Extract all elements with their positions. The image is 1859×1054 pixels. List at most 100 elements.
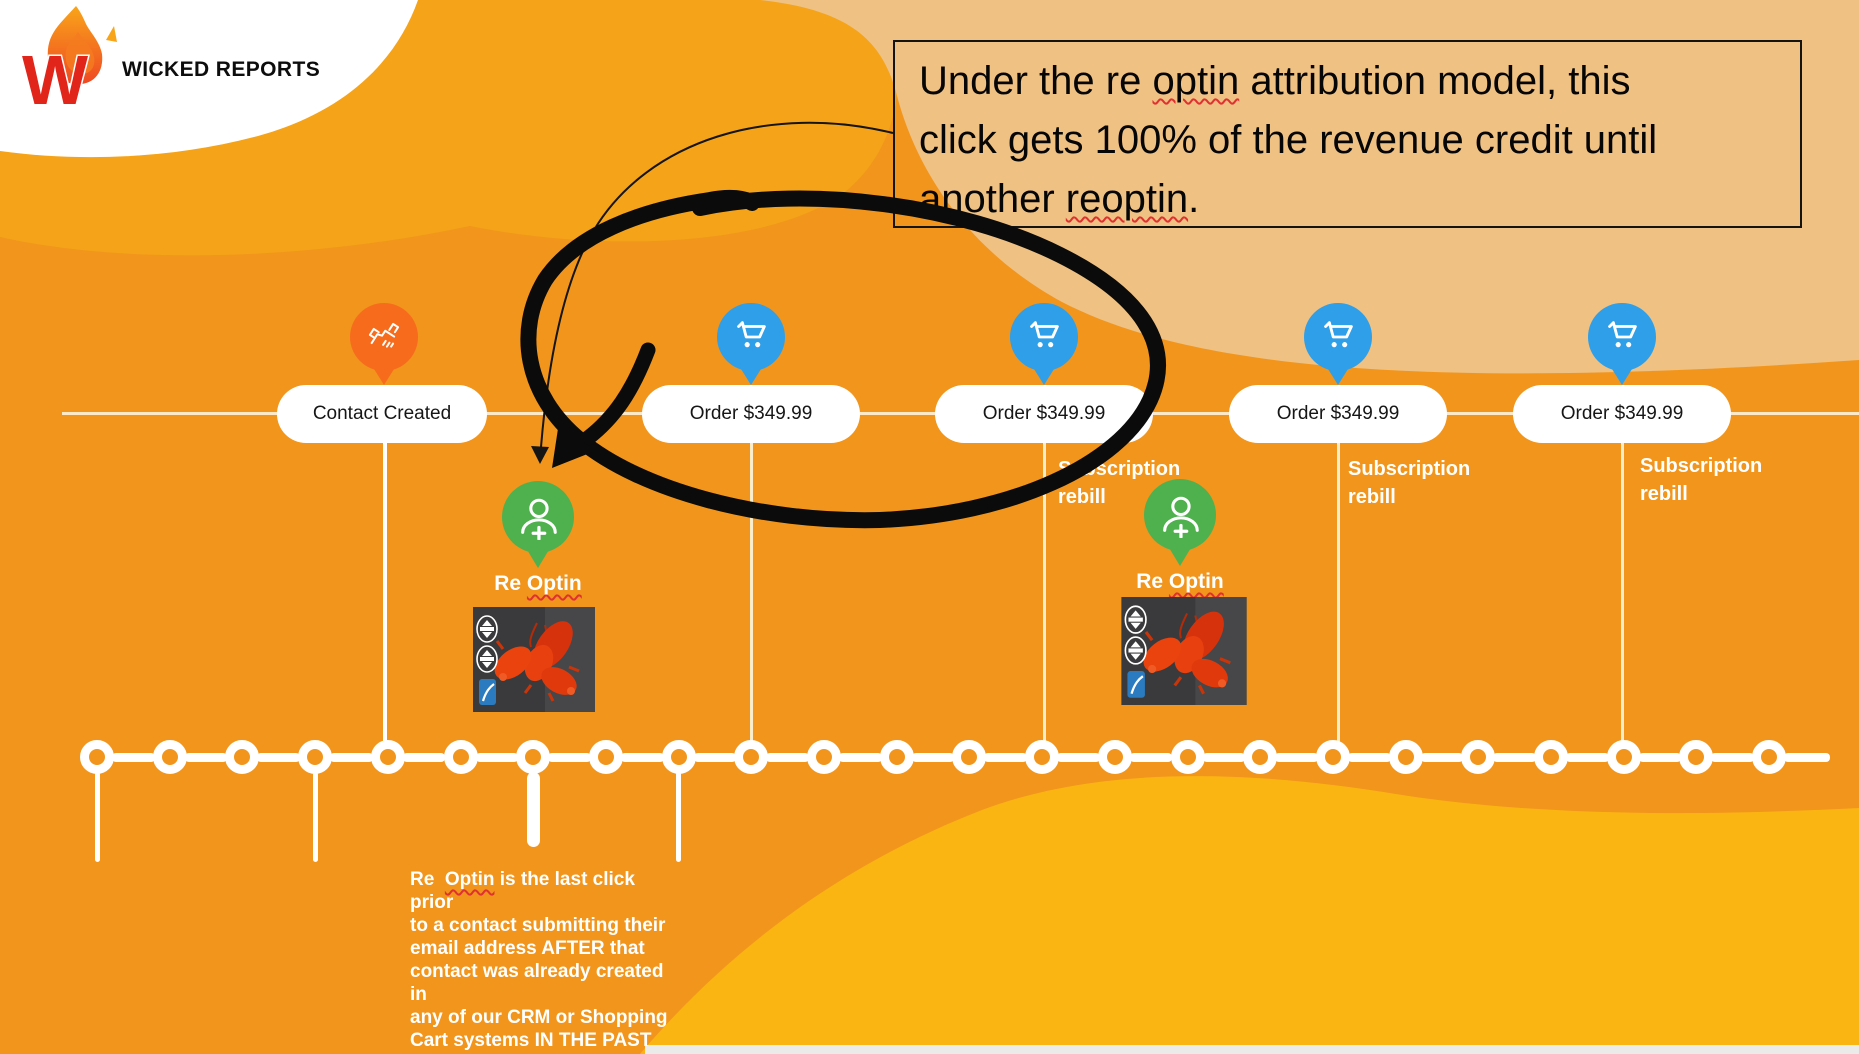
reoptin-label-2: Re Optin xyxy=(1136,570,1224,593)
chain-circle xyxy=(807,740,841,774)
chain-stem xyxy=(526,772,540,847)
dropline-order-3 xyxy=(1337,440,1340,748)
chain-circle xyxy=(1243,740,1278,774)
cart-icon xyxy=(1030,321,1059,348)
chain-circle xyxy=(443,740,478,774)
pin-circle xyxy=(1010,303,1078,371)
chain-circle xyxy=(1752,740,1787,774)
chain-connector xyxy=(1420,752,1464,762)
chain-connector xyxy=(1566,752,1609,762)
chain-connector xyxy=(1275,752,1318,762)
chain-circle xyxy=(588,740,623,774)
chain-connector xyxy=(766,752,809,762)
dropline-order-2 xyxy=(1043,440,1046,748)
golden-shape xyxy=(640,776,1859,1054)
pin-circle xyxy=(1144,479,1216,551)
chain-circle xyxy=(1025,740,1060,774)
order-pin-3 xyxy=(1304,303,1376,403)
flame-inner xyxy=(65,32,95,75)
brand-name: WICKED REPORTS xyxy=(122,58,321,81)
chain-connector xyxy=(1057,752,1100,762)
lobster-ad-image-2 xyxy=(1120,597,1248,705)
chain-connector xyxy=(402,752,446,762)
chain-connector xyxy=(1784,752,1831,762)
order-text: Order $349.99 xyxy=(689,403,813,424)
chain-connector xyxy=(693,752,737,762)
chain-circle xyxy=(1170,740,1205,774)
chain-connector xyxy=(257,752,301,762)
lobster-ad-image-1 xyxy=(473,607,595,712)
cart-icon xyxy=(1324,321,1353,348)
chain-connector xyxy=(1202,752,1246,762)
chain-stem xyxy=(676,772,682,862)
chain-connector xyxy=(620,752,664,762)
order-text: Order $349.99 xyxy=(982,403,1106,424)
reoptin-label-1: Re Optin xyxy=(494,572,582,595)
cart-icon xyxy=(1608,321,1637,348)
chain-connector xyxy=(1711,752,1755,762)
order-label-3: Order $349.99 xyxy=(1229,385,1447,443)
logo-monogram: W xyxy=(22,41,88,114)
dropline-contact xyxy=(383,440,387,748)
chain-connector xyxy=(184,752,228,762)
pin-circle xyxy=(502,481,574,553)
order-label-4: Order $349.99 xyxy=(1513,385,1731,443)
chain-connector xyxy=(1493,752,1536,762)
chain-circle xyxy=(1534,740,1568,774)
bottom-gray-strip xyxy=(645,1045,1859,1054)
chain-circle xyxy=(80,740,114,774)
chain-connector xyxy=(475,752,519,762)
add-user-icon xyxy=(521,498,557,540)
logo-blob xyxy=(0,0,418,158)
chain-circle xyxy=(952,740,987,774)
pin-circle xyxy=(1588,303,1656,371)
pin-circle xyxy=(717,303,785,371)
chain-stem xyxy=(312,772,318,862)
order-text: Order $349.99 xyxy=(1276,403,1400,424)
chain-circle xyxy=(225,740,260,774)
chain-stem xyxy=(94,772,100,862)
flame-spark xyxy=(106,26,117,42)
chain-connector xyxy=(1129,752,1173,762)
reoptin-pin-1 xyxy=(502,481,574,581)
chain-circle xyxy=(879,740,914,774)
chain-circle xyxy=(298,740,333,774)
chain-circle xyxy=(152,740,187,774)
chain-connector xyxy=(1638,752,1682,762)
chain-connector xyxy=(839,752,882,762)
contact-created-label: Contact Created xyxy=(277,385,487,443)
chain-circle xyxy=(1606,740,1641,774)
chain-circle xyxy=(1388,740,1423,774)
add-user-icon xyxy=(1163,496,1199,538)
order-label-1: Order $349.99 xyxy=(642,385,860,443)
chain-circle xyxy=(661,740,696,774)
contact-created-text: Contact Created xyxy=(312,403,452,424)
order-label-2: Order $349.99 xyxy=(935,385,1153,443)
chain-circle xyxy=(1315,740,1350,774)
chain-connector xyxy=(330,752,373,762)
wicked-reports-logo: W xyxy=(21,6,117,114)
chain-circle xyxy=(370,740,405,774)
chain-circle xyxy=(1461,740,1496,774)
chain-circle xyxy=(734,740,769,774)
chain-connector xyxy=(548,752,591,762)
chain-circle xyxy=(516,740,551,774)
cart-icon xyxy=(737,321,766,348)
callout-box: Under the re optin attribution model, th… xyxy=(893,40,1802,228)
chain-connector xyxy=(112,752,155,762)
dropline-order-1 xyxy=(750,440,753,748)
pin-circle xyxy=(350,303,418,371)
chain-connector xyxy=(984,752,1028,762)
handshake-icon xyxy=(368,322,400,348)
dropline-order-4 xyxy=(1621,440,1624,748)
chain-circle xyxy=(1097,740,1132,774)
chain-connector xyxy=(1347,752,1391,762)
reoptin-pin-2 xyxy=(1144,479,1216,579)
order-text: Order $349.99 xyxy=(1560,403,1684,424)
chain-circle xyxy=(1679,740,1714,774)
contact-created-pin xyxy=(350,303,422,403)
